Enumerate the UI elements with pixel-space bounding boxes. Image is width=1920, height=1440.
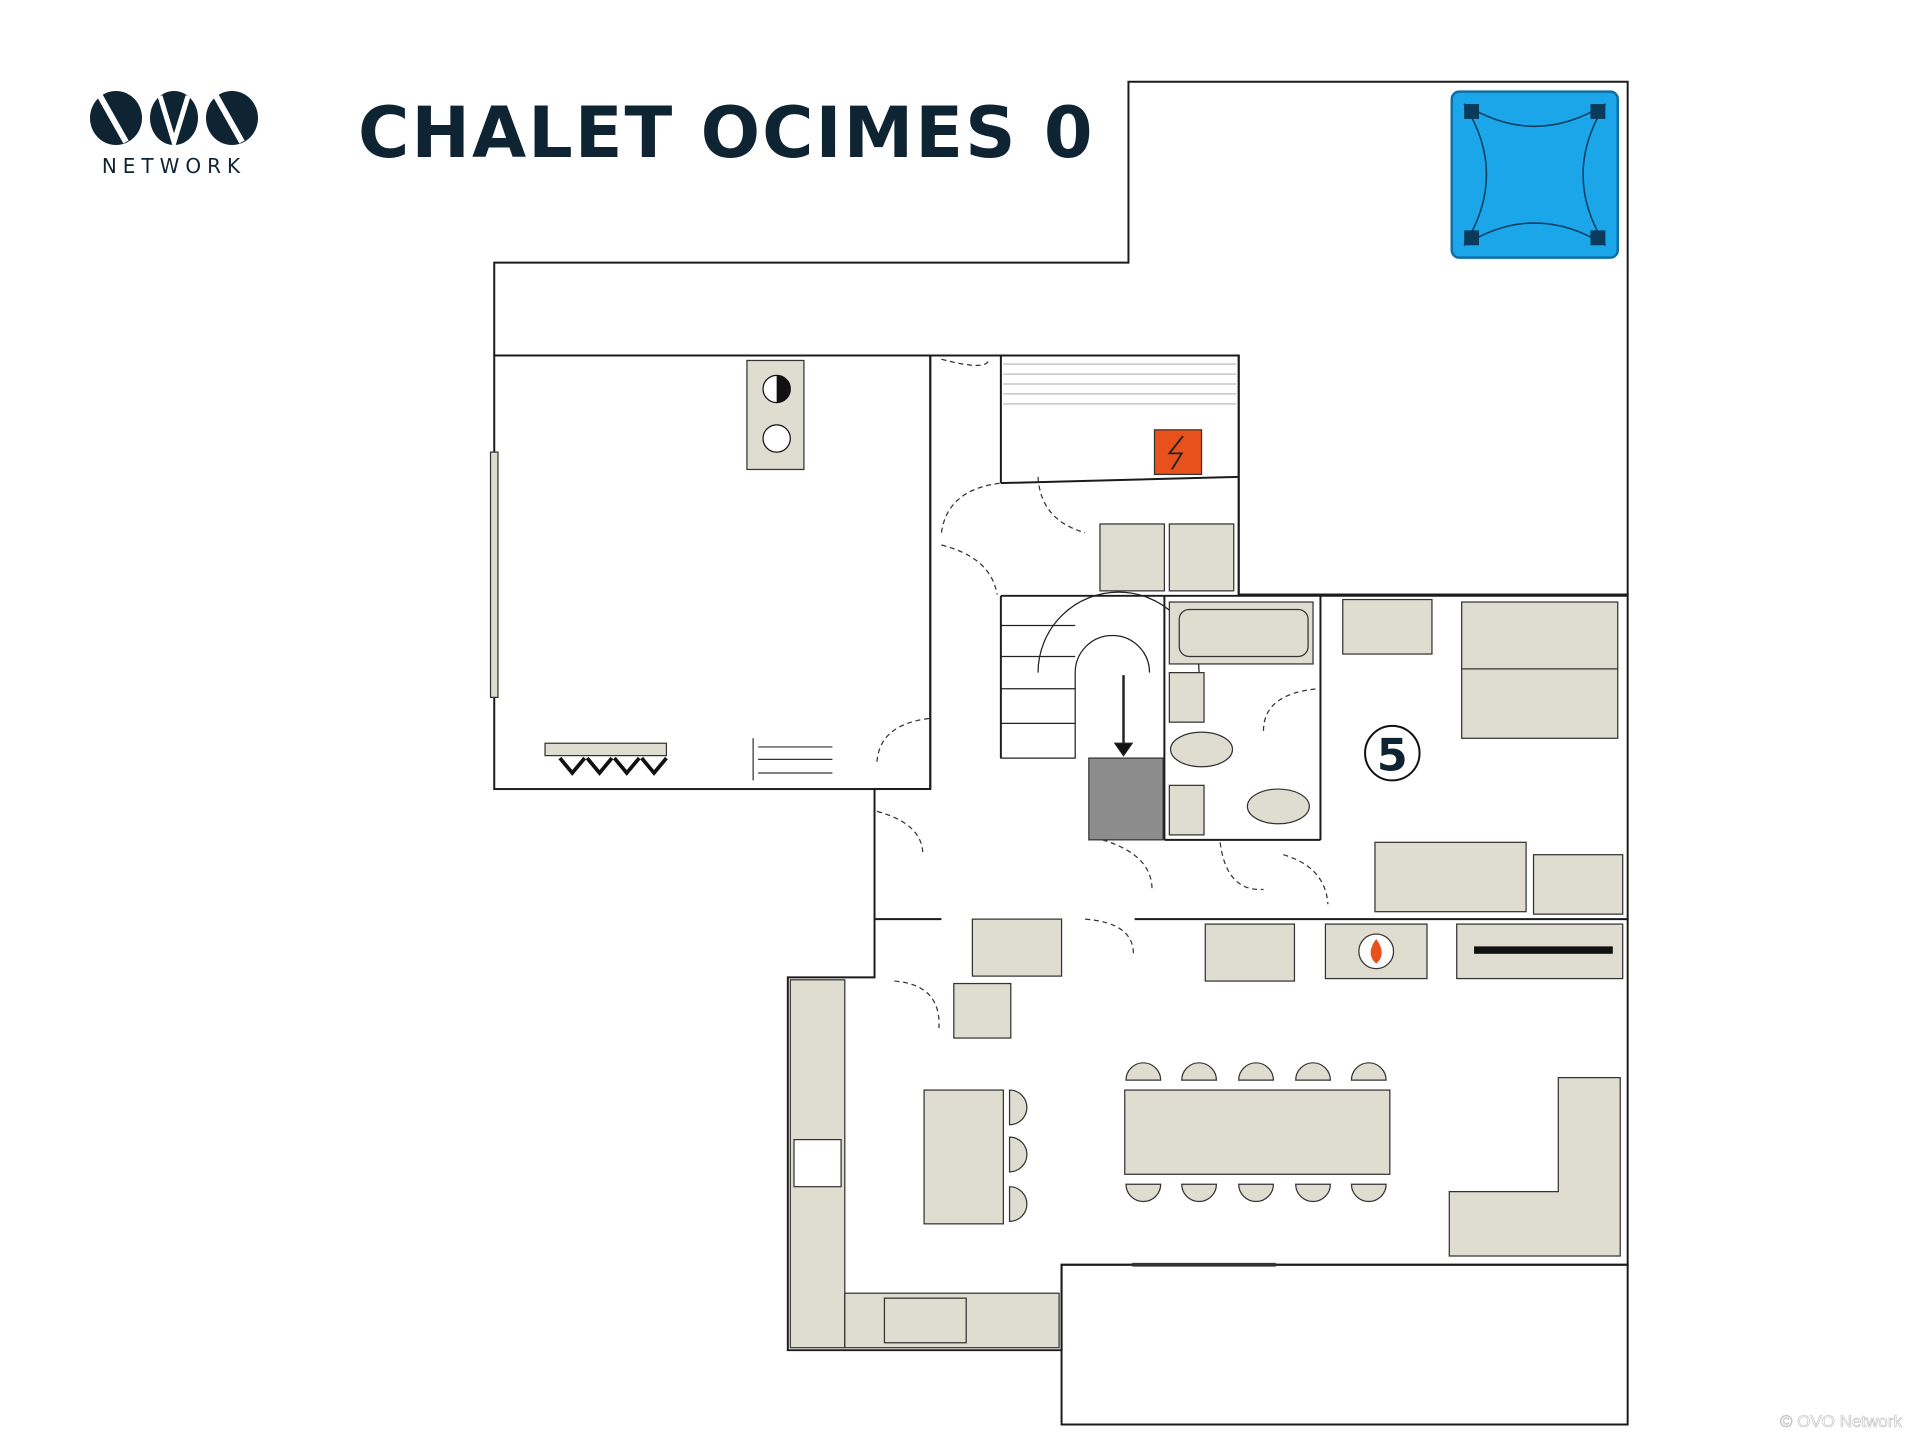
dining-table: [1124, 1089, 1391, 1175]
ovo-network-logo: NETWORK: [86, 90, 262, 178]
ski-rack-icon: [752, 738, 833, 781]
sauna-benches: [1003, 363, 1237, 405]
toilet-1: [1169, 731, 1234, 768]
bunk-bed-1: [1461, 601, 1619, 739]
room-number: 5: [1377, 729, 1408, 781]
bar-stools: [1008, 1089, 1028, 1222]
logo-subtitle: NETWORK: [101, 154, 247, 178]
copyright: © OVO Network: [1779, 1412, 1903, 1432]
bed-3: [1374, 841, 1527, 913]
hot-tub-icon: [1450, 90, 1619, 259]
toilet-2: [1246, 788, 1310, 825]
sink-icon: [883, 1297, 967, 1344]
ski-room: [493, 354, 932, 791]
kitchen-island: [923, 1089, 1004, 1225]
room-number-badge: [1364, 724, 1421, 782]
door-swings: [876, 358, 1329, 1029]
wardrobe-2: [1532, 854, 1624, 915]
cabinet-2: [1204, 923, 1296, 982]
cabinet-1: [971, 918, 1063, 977]
shower-1: [1099, 523, 1166, 592]
electric-panel-icon: [1153, 429, 1203, 476]
staircase: [1000, 591, 1200, 759]
dining-chairs: [1125, 1062, 1387, 1203]
lower-terrace: [1060, 1263, 1629, 1426]
page-title: CHALET OCIMES 0: [358, 92, 1095, 174]
sink-2: [1168, 784, 1205, 836]
washer-dryer-icon: [746, 359, 805, 471]
wardrobe-1: [1342, 598, 1433, 655]
wine-rack-icon: [953, 982, 1012, 1039]
sink-1: [1168, 672, 1205, 723]
tv-icon: [1474, 946, 1613, 954]
shower-2: [1168, 523, 1235, 592]
ovo-logo-mark: [90, 91, 258, 151]
cooktop-icon: [793, 1138, 842, 1188]
corner-sofa: [1448, 1077, 1621, 1257]
stair-landing: [1088, 757, 1164, 841]
boot-rack-icon: [544, 742, 668, 776]
